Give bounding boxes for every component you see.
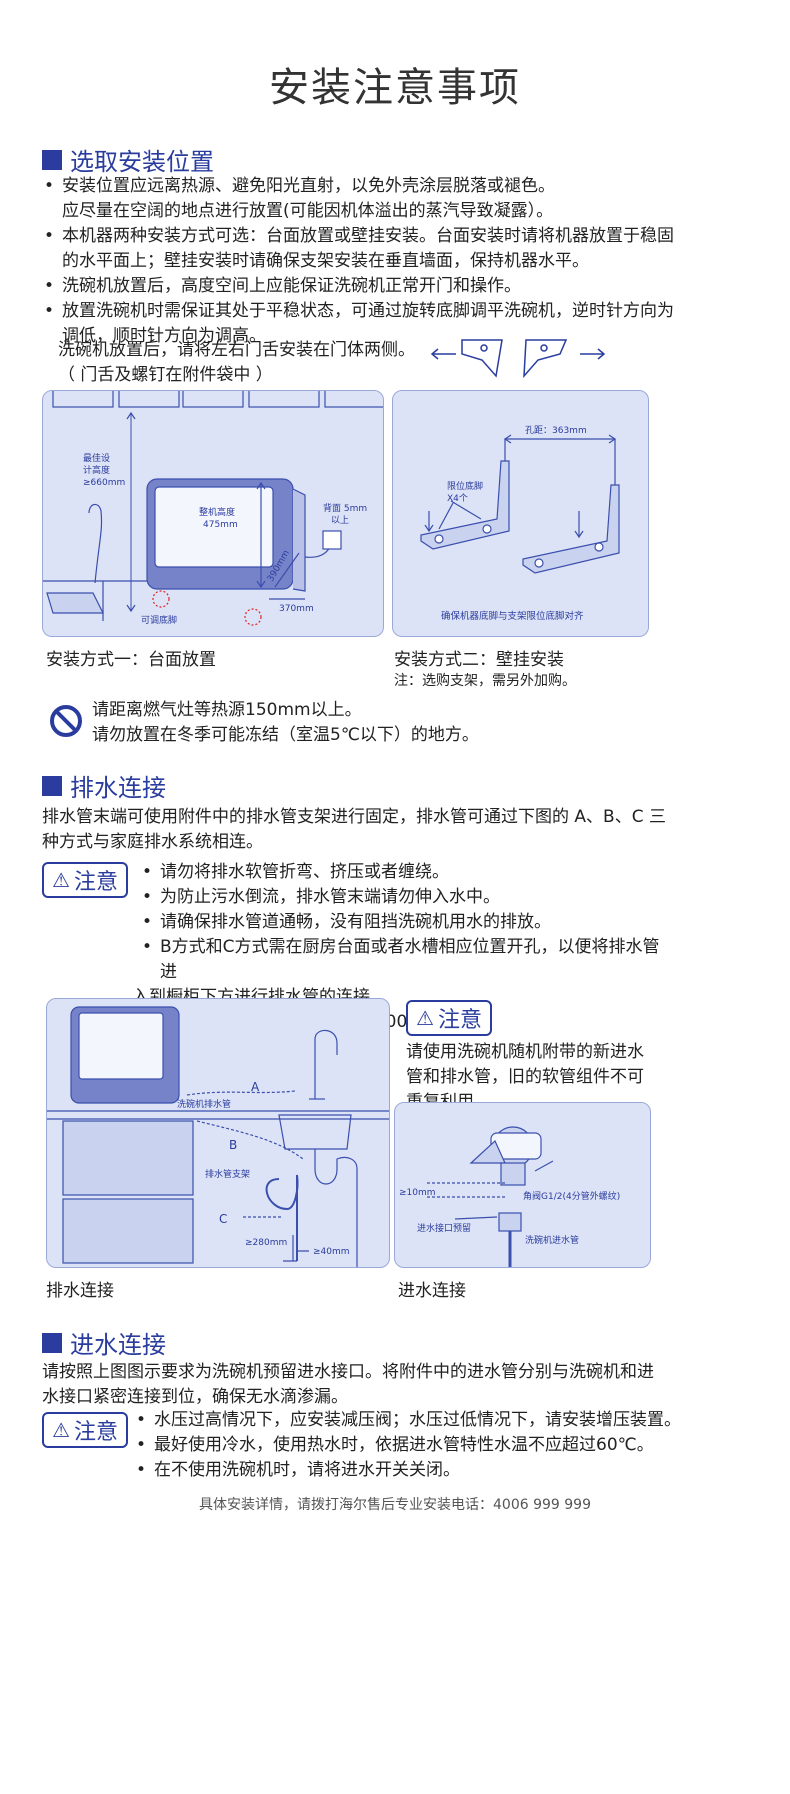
caption-drain: 排水连接 [46, 1281, 114, 1301]
prohibit-icon [50, 705, 82, 737]
back-clearance-label: 背面 5mm [323, 502, 367, 514]
inlet-valve-diagram: ≥10mm 角阀G1/2(4分管外螺纹) 进水接口预留 洗碗机进水管 [399, 1126, 620, 1267]
drain-height-label: ≥280mm [245, 1238, 287, 1248]
drain-figure: A B C 洗碗机排水管 排水管支架 ≥280mm ≥40mm [46, 998, 390, 1268]
best-height-value: ≥660mm [83, 478, 125, 488]
hose-reuse-warning: 请使用洗碗机随机附带的新进水 管和排水管，旧的软管组件不可 重复利用。 [406, 1042, 644, 1112]
wallmount-install-figure: 孔距：363mm 限位底脚 X4个 确保机器底脚与支架限位底脚对齐 [392, 390, 649, 637]
caption-wallmount-note: 注：选购支架，需另外加购。 [394, 673, 576, 689]
caption-wallmount: 安装方式二：壁挂安装 [394, 650, 564, 670]
list-item: 为防止污水倒流，排水管末端请勿伸入水中。 [140, 885, 660, 910]
warning-triangle-icon: ⚠ [52, 1418, 70, 1442]
prohibit-text: 请距离燃气灶等热源150mm以上。 请勿放置在冬季可能冻结（室温5℃以下）的地方… [92, 700, 479, 745]
page-title: 安装注意事项 [269, 65, 521, 111]
square-bullet-icon [42, 1332, 62, 1353]
countertop-install-figure: 最佳设 计高度 ≥660mm 整机高度 475mm 背面 5mm 以上 390m… [42, 390, 384, 637]
best-height-label: 最佳设 [83, 452, 110, 464]
total-height-value: 475mm [203, 520, 238, 530]
caption-countertop: 安装方式一：台面放置 [46, 650, 216, 670]
hinge-tongue-icon [430, 339, 606, 379]
list-item: 洗碗机放置后，高度空间上应能保证洗碗机正常开门和操作。 [42, 274, 762, 299]
list-item: 放置洗碗机时需保证其处于平稳状态，可通过旋转底脚调平洗碗机，逆时针方向为 调低，… [42, 299, 762, 349]
wallmount-bracket-diagram: 孔距：363mm 限位底脚 X4个 确保机器底脚与支架限位底脚对齐 [420, 425, 620, 622]
drain-hose-label: 洗碗机排水管 [177, 1098, 231, 1110]
warning-triangle-icon: ⚠ [52, 868, 70, 892]
limit-foot-label: 限位底脚 [447, 480, 483, 492]
countertop-diagram: 最佳设 计高度 ≥660mm 整机高度 475mm 背面 5mm 以上 390m… [43, 391, 383, 626]
warning-badge: ⚠ 注意 [406, 1000, 492, 1036]
angle-valve-label: 角阀G1/2(4分管外螺纹) [523, 1190, 620, 1202]
align-note: 确保机器底脚与支架限位底脚对齐 [441, 610, 584, 622]
total-height-label: 整机高度 [199, 506, 235, 518]
section-heading-inlet: 进水连接 [42, 1325, 166, 1360]
drain-option-b: B [229, 1138, 237, 1152]
list-item: 本机器两种安装方式可选：台面放置或壁挂安装。台面安装时请将机器放置于稳固 的水平… [42, 224, 762, 274]
square-bullet-icon [42, 149, 62, 170]
back-clearance-label: 以上 [331, 515, 349, 526]
location-bullet-list: 安装位置应远离热源、避免阳光直射，以免外壳涂层脱落或褪色。 应尽量在空阔的地点进… [42, 174, 762, 349]
list-item: B方式和C方式需在厨房台面或者水槽相应位置开孔，以便将排水管进 [140, 935, 660, 985]
list-item: 最好使用冷水，使用热水时，依据进水管特性水温不应超过60℃。 [134, 1433, 694, 1458]
footer-hotline: 具体安装详情，请拨打海尔售后专业安装电话：4006 999 999 [199, 1497, 591, 1513]
adjustable-foot-label: 可调底脚 [141, 614, 177, 626]
drain-option-c: C [219, 1212, 227, 1226]
list-item: 请勿将排水软管折弯、挤压或者缠绕。 [140, 860, 660, 885]
drain-bracket-label: 排水管支架 [205, 1168, 250, 1180]
drain-gap-label: ≥40mm [313, 1247, 350, 1257]
caption-inlet: 进水连接 [398, 1281, 466, 1301]
width-label: 370mm [279, 604, 314, 614]
hinge-note: 洗碗机放置后，请将左右门舌安装在门体两侧。 （ 门舌及螺钉在附件袋中 ） [58, 340, 415, 385]
drain-diagram: A B C 洗碗机排水管 排水管支架 ≥280mm ≥40mm [47, 1006, 389, 1267]
inlet-gap-label: ≥10mm [399, 1188, 436, 1198]
drain-intro: 排水管末端可使用附件中的排水管支架进行固定，排水管可通过下图的 A、B、C 三 … [42, 807, 666, 852]
inlet-reserve-label: 进水接口预留 [417, 1222, 471, 1234]
limit-foot-count: X4个 [447, 493, 468, 504]
square-bullet-icon [42, 775, 62, 796]
section-heading-drain: 排水连接 [42, 768, 166, 803]
warning-triangle-icon: ⚠ [416, 1006, 434, 1030]
hole-distance-label: 孔距：363mm [525, 425, 587, 436]
best-height-label: 计高度 [83, 464, 110, 476]
inlet-figure: ≥10mm 角阀G1/2(4分管外螺纹) 进水接口预留 洗碗机进水管 [394, 1102, 651, 1268]
warning-badge: ⚠ 注意 [42, 862, 128, 898]
list-item: 水压过高情况下，应安装减压阀；水压过低情况下，请安装增压装置。 [134, 1408, 694, 1433]
drain-option-a: A [251, 1080, 260, 1094]
inlet-hose-label: 洗碗机进水管 [525, 1234, 579, 1246]
list-item: 在不使用洗碗机时，请将进水开关关闭。 [134, 1458, 694, 1483]
list-item: 安装位置应远离热源、避免阳光直射，以免外壳涂层脱落或褪色。 应尽量在空阔的地点进… [42, 174, 762, 224]
inlet-warning-list: 水压过高情况下，应安装减压阀；水压过低情况下，请安装增压装置。 最好使用冷水，使… [134, 1408, 694, 1483]
list-item: 请确保排水管道通畅，没有阻挡洗碗机用水的排放。 [140, 910, 660, 935]
warning-badge: ⚠ 注意 [42, 1412, 128, 1448]
section-heading-location: 选取安装位置 [42, 142, 214, 177]
inlet-intro: 请按照上图图示要求为洗碗机预留进水接口。将附件中的进水管分别与洗碗机和进 水接口… [42, 1362, 654, 1407]
